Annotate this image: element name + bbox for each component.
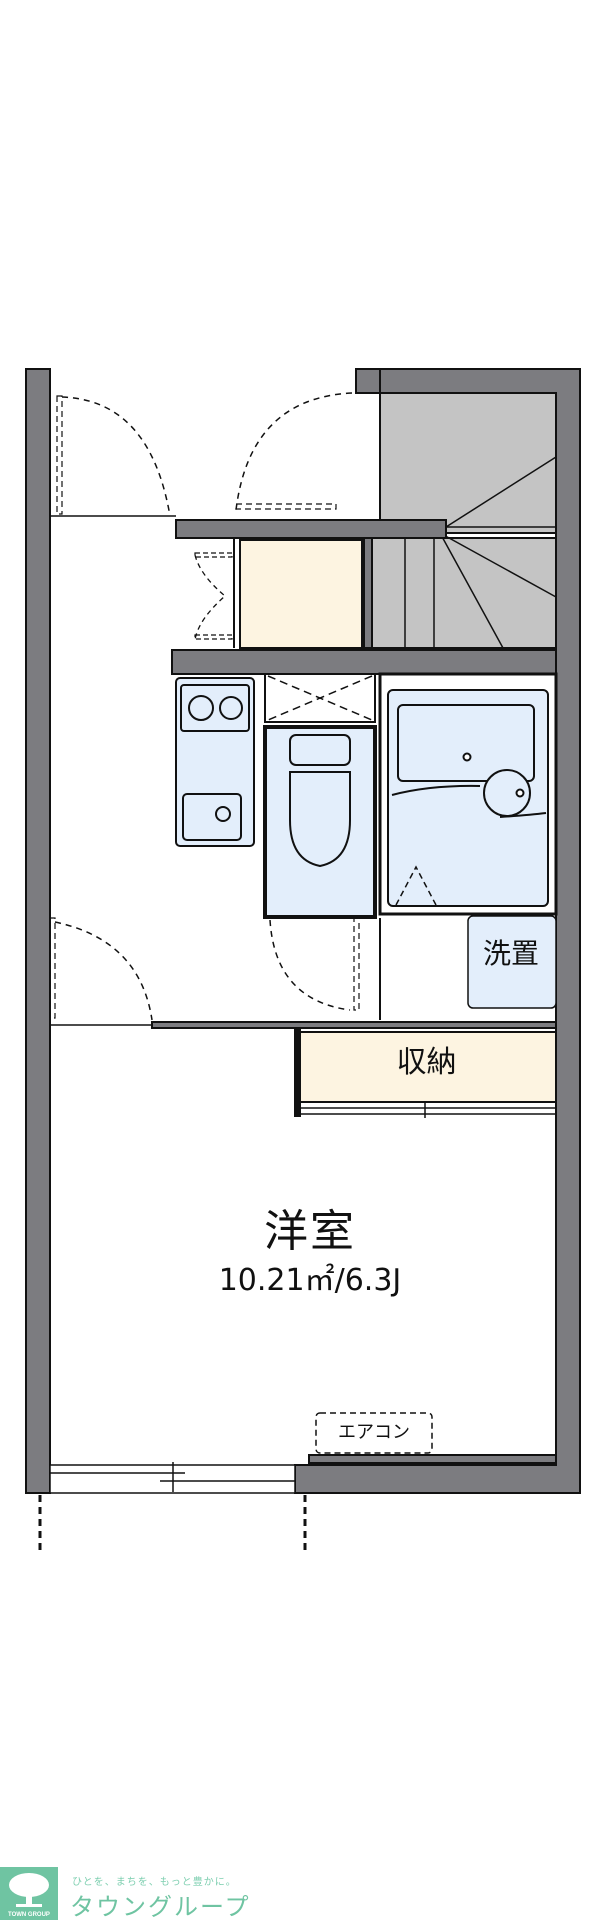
ac-box xyxy=(315,1412,433,1454)
storage-label: 収納 xyxy=(396,1045,457,1080)
stair-steps xyxy=(371,537,557,649)
logo-tagline: ひとを、まちを、もっと豊かに。 xyxy=(72,1877,237,1888)
room-name-label: 洋室 xyxy=(264,1206,356,1257)
sink xyxy=(182,793,242,841)
shoe-closet xyxy=(239,539,363,649)
wall-entrance-divider xyxy=(175,519,447,539)
tree-logo-icon: TOWN GROUP xyxy=(0,1867,58,1920)
wall-stair-top xyxy=(355,368,381,394)
washer-space xyxy=(467,915,557,1009)
stair-landing xyxy=(379,392,557,534)
wall-kitchen-top xyxy=(171,649,557,675)
room-size-label: 10.21㎡/6.3J xyxy=(218,1263,402,1298)
washer-space-label: 洗置 xyxy=(482,937,539,970)
air-conditioner-label: エアコン xyxy=(338,1422,410,1443)
wall-corridor xyxy=(151,1021,557,1029)
town-group-logo: TOWN GROUP ひとを、まちを、もっと豊かに。 タウングループ xyxy=(0,1867,300,1921)
wall-left xyxy=(25,368,51,1494)
logo-badge-text: TOWN GROUP xyxy=(8,1912,50,1918)
storage-closet xyxy=(299,1031,557,1103)
logo-name: タウングループ xyxy=(70,1893,251,1921)
